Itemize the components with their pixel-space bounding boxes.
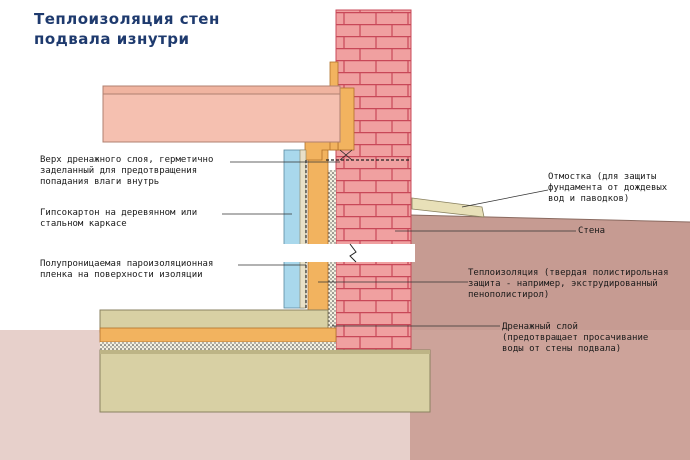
- blind-area-slab: [411, 197, 485, 218]
- break-zigzag: [349, 243, 357, 263]
- label-vapor-film: Полупроницаемая пароизоляционная пленка …: [40, 259, 214, 280]
- title-line-1: Теплоизоляция стен: [34, 10, 220, 28]
- label-drainage-top: Верх дренажного слоя, герметично заделан…: [40, 155, 214, 187]
- under-slab-gravel: [100, 342, 336, 350]
- label-drainage-layer: Дренажный слой (предотвращает просачиван…: [502, 322, 649, 354]
- foundation-footing: [99, 349, 431, 413]
- drywall-stud: [299, 149, 307, 309]
- break-gap: [280, 244, 415, 262]
- joist-top-board: [102, 85, 341, 95]
- under-slab-insulation: [99, 327, 337, 343]
- soil-surface: [409, 214, 690, 223]
- footing-edge: [100, 350, 430, 354]
- label-insulation: Теплоизоляция (твердая полистирольная за…: [468, 268, 669, 300]
- title-line-2: подвала изнутри: [34, 30, 190, 48]
- rim-cross: [339, 149, 353, 161]
- leader-lines: [222, 161, 576, 327]
- label-drywall: Гипсокартон на деревянном или стальном к…: [40, 208, 198, 229]
- floor-joist: [102, 85, 341, 143]
- label-blind-area: Отмостка (для защиты фундамента от дожде…: [548, 172, 668, 204]
- brick-wall: [335, 9, 412, 351]
- leader-blind-area: [461, 189, 549, 208]
- label-wall: Стена: [578, 226, 606, 236]
